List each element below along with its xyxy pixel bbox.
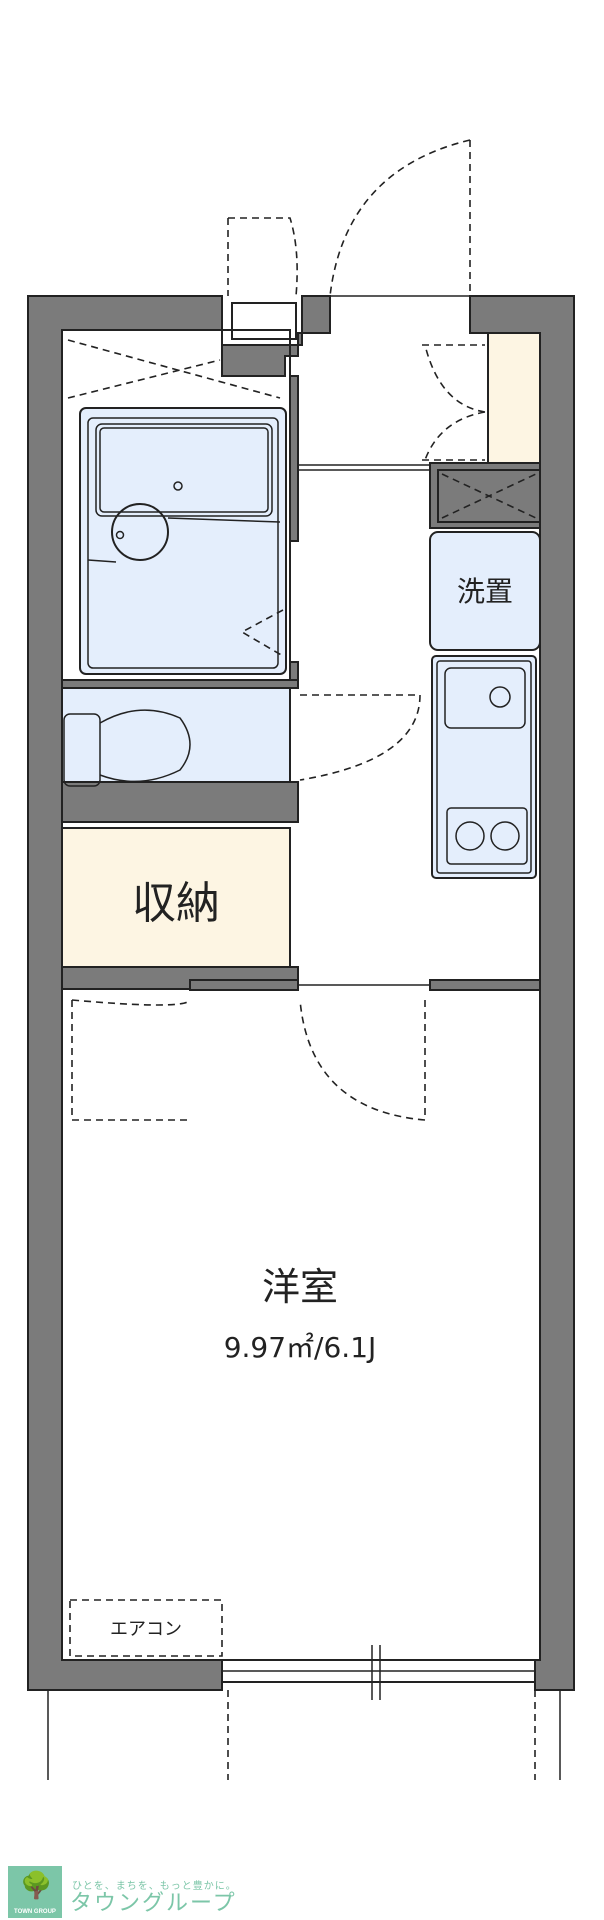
sink bbox=[444, 667, 526, 729]
unit-bath-inner bbox=[87, 417, 279, 669]
faucet-icon bbox=[115, 530, 125, 540]
door-swing-entrance bbox=[329, 139, 471, 297]
wall-bath-right bbox=[289, 375, 299, 542]
logo-text-en: TOWN GROUP bbox=[14, 1909, 56, 1915]
window-box bbox=[231, 302, 297, 340]
wall-toilet-storage bbox=[61, 781, 299, 823]
balcony-edge bbox=[227, 1690, 536, 1780]
bath-floor-line bbox=[87, 517, 281, 563]
burner-icon bbox=[490, 821, 520, 851]
burner-icon bbox=[455, 821, 485, 851]
shelf bbox=[437, 469, 541, 523]
tree-icon: 🌳 bbox=[20, 1871, 53, 1901]
washer-label: 洗置 bbox=[457, 575, 513, 608]
brand-logo: 🌳 TOWN GROUP bbox=[8, 1866, 62, 1918]
toilet-tank bbox=[63, 713, 101, 787]
sink-drain-icon bbox=[489, 686, 511, 708]
toilet-room bbox=[61, 687, 291, 783]
brand-name: タウングループ bbox=[70, 1891, 237, 1916]
slogan: ひとを、まちを、もっと豊かに。 bbox=[72, 1881, 237, 1892]
corridor-door-swing bbox=[299, 694, 421, 781]
shoe-closet-door-swing bbox=[422, 344, 486, 461]
toilet-icon bbox=[99, 709, 191, 783]
bathtub bbox=[95, 423, 273, 517]
window-sash bbox=[371, 1645, 381, 1700]
room-label: 洋室 bbox=[262, 1265, 338, 1309]
aircon-label: エアコン bbox=[110, 1619, 182, 1640]
washer-space bbox=[429, 531, 541, 651]
stove bbox=[446, 807, 528, 865]
storage-label: 収納 bbox=[132, 878, 220, 929]
washbasin bbox=[111, 503, 169, 561]
wall-bath-toilet bbox=[61, 679, 299, 689]
bathroom bbox=[61, 329, 291, 681]
aircon-box bbox=[69, 1599, 223, 1657]
bathtub-inner bbox=[99, 427, 269, 513]
counter-inner bbox=[436, 660, 532, 874]
unit-bath bbox=[79, 407, 287, 675]
balcony-rail bbox=[47, 1690, 561, 1780]
storage-closet bbox=[61, 827, 291, 968]
bath-door-swing bbox=[240, 609, 284, 657]
shelf-cross bbox=[441, 473, 537, 519]
shoe-closet bbox=[487, 332, 541, 464]
room-area: 9.97㎡/6.1J bbox=[224, 1331, 377, 1364]
drain-icon bbox=[173, 481, 183, 491]
storage-door-swing bbox=[71, 999, 191, 1121]
wall-shelf bbox=[429, 462, 541, 529]
wall-corridor bbox=[189, 979, 299, 991]
bath-ceiling-mark bbox=[67, 339, 281, 399]
room-door-swing bbox=[299, 999, 426, 1121]
wall-kitchen-bottom bbox=[429, 979, 541, 991]
door-swing-top-left bbox=[227, 217, 298, 297]
